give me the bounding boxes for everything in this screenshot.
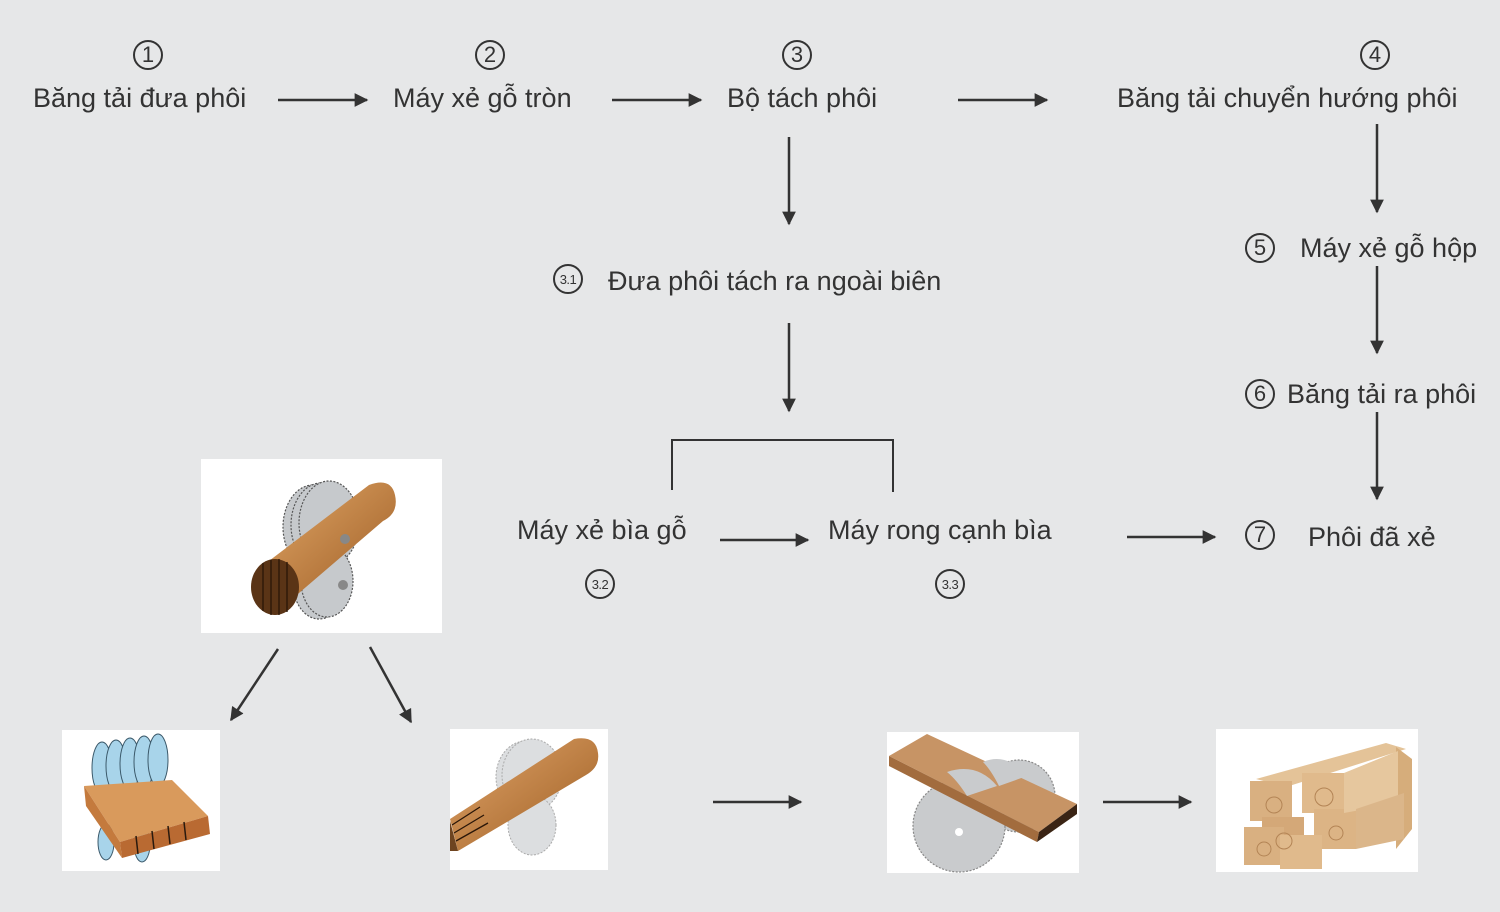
step-1-number: 1 — [133, 40, 163, 70]
step-6-number: 6 — [1245, 379, 1275, 409]
arrow-img-right-down — [368, 646, 413, 724]
step-6-label: Băng tải ra phôi — [1287, 379, 1477, 409]
step-3-1-label: Đưa phôi tách ra ngoài biên — [608, 266, 942, 296]
step-3-3-label: Máy rong cạnh bìa — [828, 515, 1052, 545]
finished-lumber-stack-image — [1216, 729, 1418, 872]
step-1-label: Băng tải đưa phôi — [33, 83, 247, 113]
board-edging-saw-image — [887, 732, 1079, 873]
step-3-label: Bộ tách phôi — [727, 83, 878, 113]
box-wood-gang-saw-image — [62, 730, 220, 871]
step-2-label: Máy xẻ gỗ tròn — [393, 83, 572, 113]
step-3-1-number: 3.1 — [553, 264, 583, 294]
step-5-label: Máy xẻ gỗ hộp — [1300, 233, 1478, 263]
step-2-number: 2 — [475, 40, 505, 70]
bracket-3-2-3-3 — [671, 439, 894, 492]
step-4-number: 4 — [1360, 40, 1390, 70]
step-3-number: 3 — [782, 40, 812, 70]
arrow-img-left-down — [229, 648, 280, 722]
step-3-3-number: 3.3 — [935, 569, 965, 599]
step-3-2-label: Máy xẻ bìa gỗ — [517, 515, 687, 545]
log-multi-blade-saw-image — [201, 459, 442, 633]
step-7-number: 7 — [1245, 520, 1275, 550]
step-7-label: Phôi đã xẻ — [1308, 522, 1436, 552]
step-4-label: Băng tải chuyển hướng phôi — [1117, 83, 1458, 113]
step-5-number: 5 — [1245, 233, 1275, 263]
slab-edge-saw-image — [450, 729, 608, 870]
step-3-2-number: 3.2 — [585, 569, 615, 599]
